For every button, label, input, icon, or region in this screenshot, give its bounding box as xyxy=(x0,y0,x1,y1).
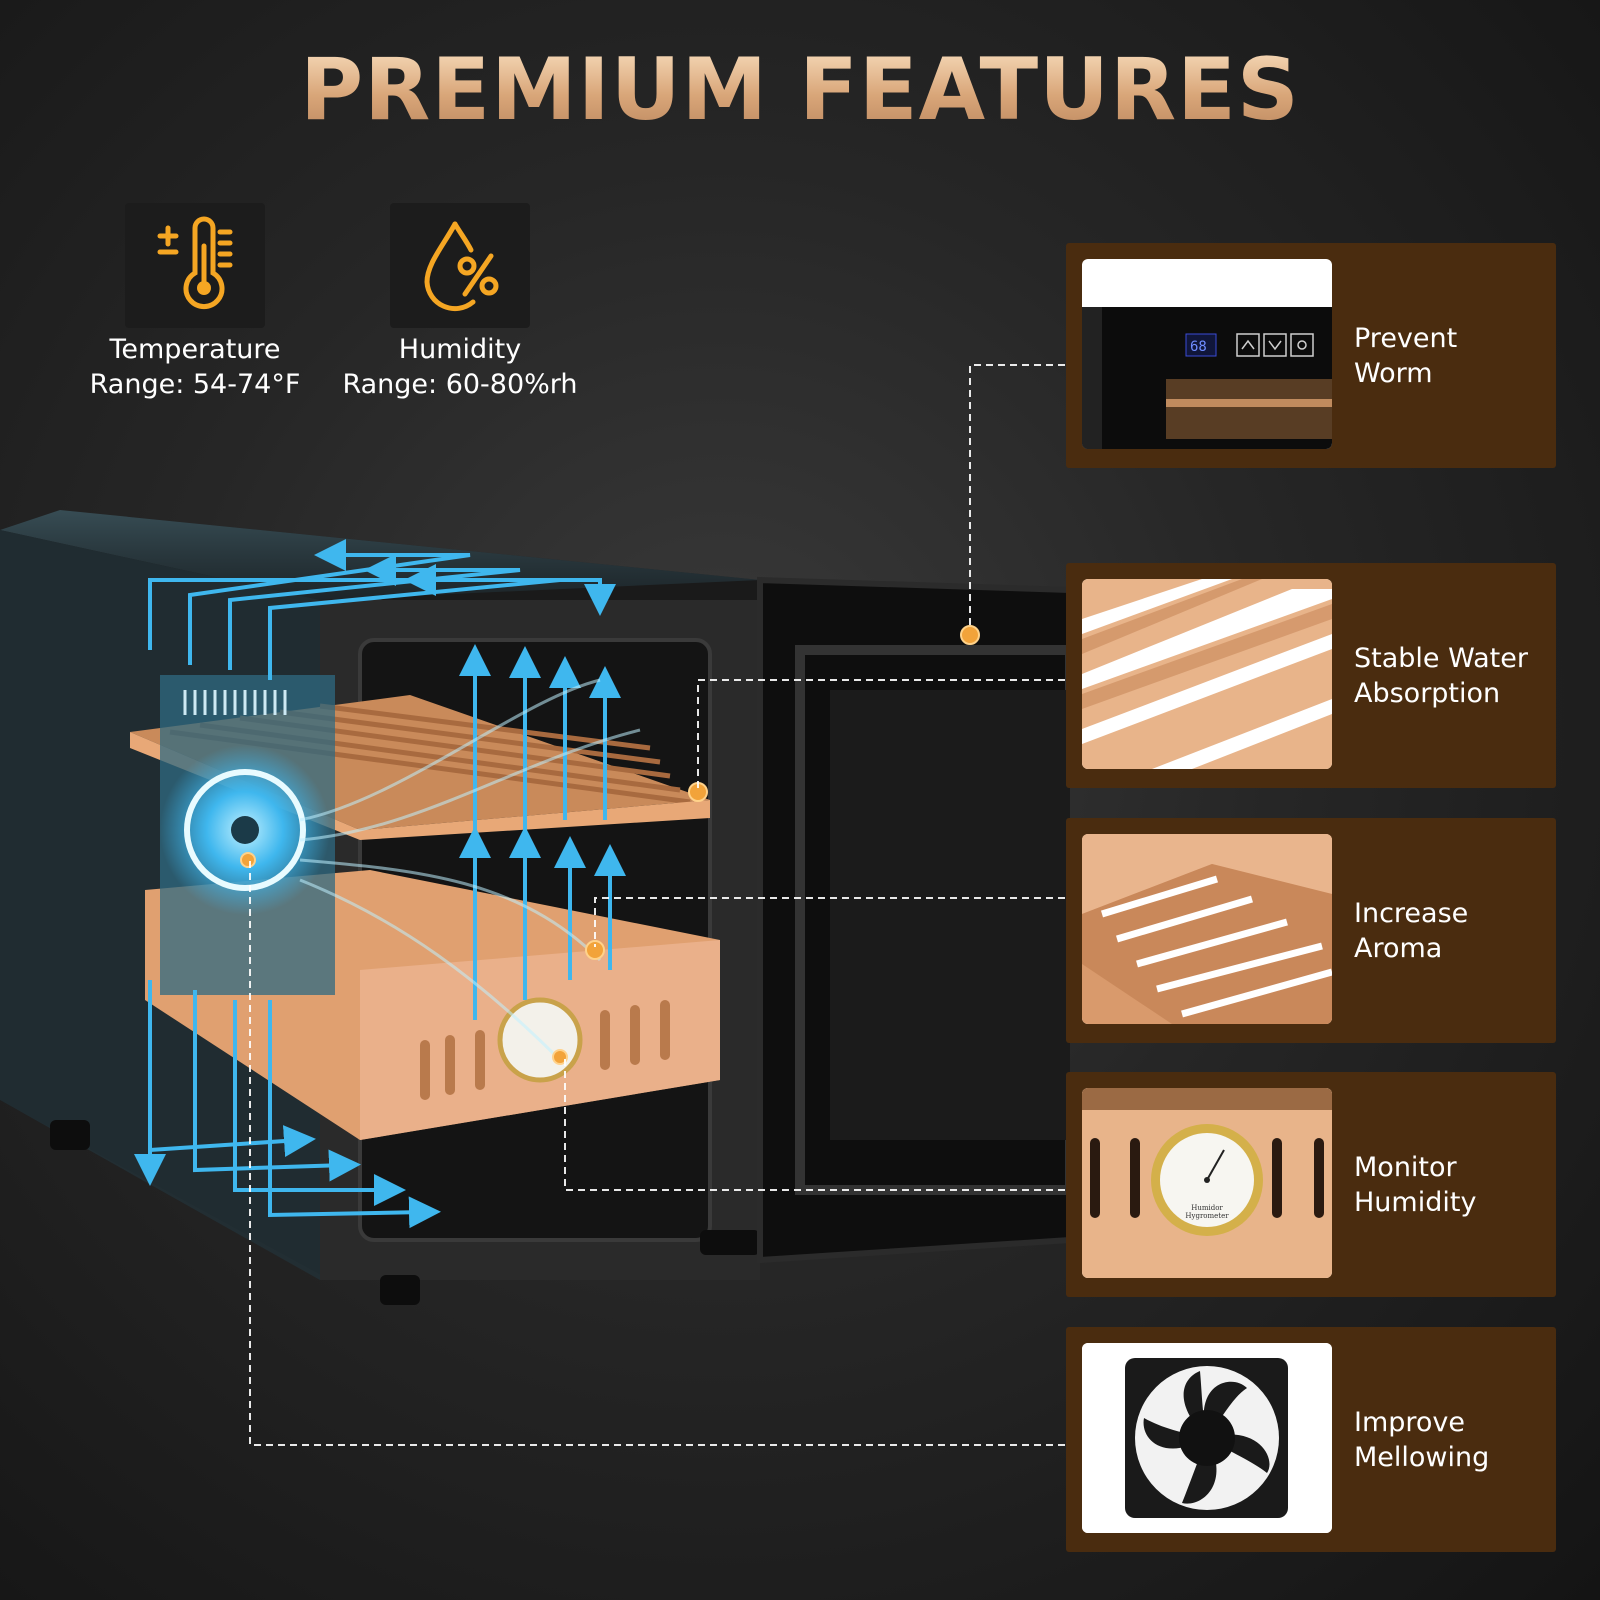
control-panel-image: 68 xyxy=(1082,259,1332,449)
humidor-cabinet-illustration xyxy=(0,510,1070,1305)
feature-text: Stable Water Absorption xyxy=(1354,563,1554,788)
feature-card-improve-mellowing: Improve Mellowing xyxy=(1066,1327,1556,1552)
feature-line2: Aroma xyxy=(1354,932,1443,964)
cooling-fan-image xyxy=(1082,1343,1332,1533)
feature-line2: Mellowing xyxy=(1354,1441,1490,1473)
feature-card-monitor-humidity: Humidor Hygrometer Monitor Humidity xyxy=(1066,1072,1556,1297)
humidity-drop-icon xyxy=(390,203,530,328)
feature-text: Monitor Humidity xyxy=(1354,1072,1554,1297)
feature-text: Prevent Worm xyxy=(1354,243,1554,468)
feature-card-stable-water-absorption: Stable Water Absorption xyxy=(1066,563,1556,788)
humidity-spec: Humidity Range: 60-80%rh xyxy=(335,203,585,402)
feature-line1: Prevent xyxy=(1354,322,1458,354)
feature-line2: Absorption xyxy=(1354,677,1501,709)
feature-text: Improve Mellowing xyxy=(1354,1327,1554,1552)
feature-card-prevent-worm: 68 Prevent Worm xyxy=(1066,243,1556,468)
feature-line1: Improve xyxy=(1354,1406,1466,1438)
fan-panel xyxy=(160,675,335,995)
humidity-label: Humidity xyxy=(398,334,522,365)
feature-line1: Stable Water xyxy=(1354,642,1528,674)
feature-card-increase-aroma: Increase Aroma xyxy=(1066,818,1556,1043)
temperature-label: Temperature xyxy=(109,334,281,365)
feature-line1: Monitor xyxy=(1354,1151,1457,1183)
open-door xyxy=(757,576,1070,1264)
humidity-range: Range: 60-80%rh xyxy=(342,369,578,400)
page-title: PREMIUM FEATURES xyxy=(0,40,1600,140)
feature-line1: Increase xyxy=(1354,897,1469,929)
temperature-spec: Temperature Range: 54-74°F xyxy=(80,203,310,402)
thermometer-icon xyxy=(125,203,265,328)
feature-line2: Humidity xyxy=(1354,1186,1477,1218)
feature-text: Increase Aroma xyxy=(1354,818,1554,1043)
hygrometer-image: Humidor Hygrometer xyxy=(1082,1088,1332,1278)
cedar-shelf-image xyxy=(1082,579,1332,769)
temperature-display: 68 xyxy=(1190,339,1207,355)
hygrometer-text-line2: Hygrometer xyxy=(1185,1212,1229,1220)
feature-line2: Worm xyxy=(1354,357,1433,389)
temperature-range: Range: 54-74°F xyxy=(89,369,301,400)
hygrometer-text-line1: Humidor xyxy=(1191,1204,1223,1212)
cedar-drawer-image xyxy=(1082,834,1332,1024)
